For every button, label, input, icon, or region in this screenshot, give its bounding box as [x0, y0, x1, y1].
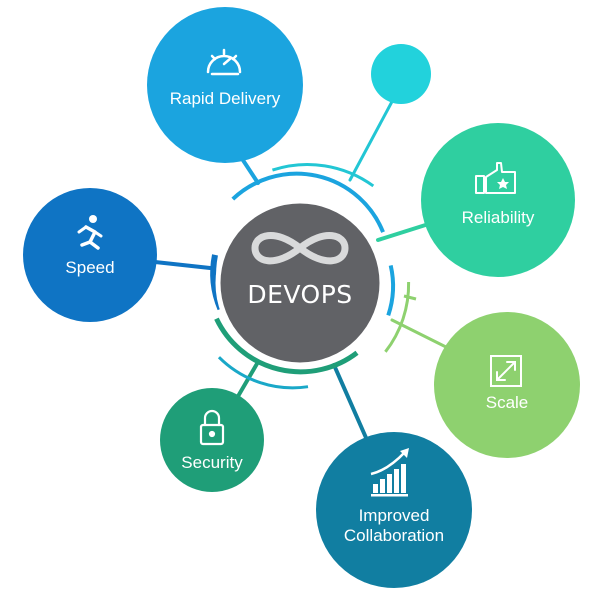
node-security: Security	[160, 388, 264, 492]
ring-tick	[403, 294, 417, 301]
speed-label: Speed	[65, 258, 114, 277]
connector-accent	[348, 94, 397, 182]
node-improved-collaboration: Improved Collaboration	[316, 432, 472, 588]
padlock-icon	[199, 409, 225, 446]
node-rapid-delivery: Rapid Delivery	[147, 7, 303, 163]
connector-speed	[153, 260, 212, 270]
ring-arc-top-outer	[271, 163, 375, 188]
connectors	[153, 94, 454, 442]
ring-arc-right-outer	[384, 281, 411, 353]
node-reliability: Reliability	[421, 123, 575, 277]
node-scale: Scale	[434, 312, 580, 458]
speedometer-icon	[206, 48, 242, 76]
center-node: DEVOPS	[215, 198, 385, 368]
collaboration-label-line1: Improved	[359, 506, 430, 525]
resize-icon	[490, 355, 522, 387]
security-label: Security	[181, 453, 243, 472]
thumbs-up-star-icon	[475, 162, 516, 194]
center-title: DEVOPS	[247, 280, 352, 309]
node-speed: Speed	[23, 188, 157, 322]
connector-collaboration	[332, 363, 369, 442]
infinity-icon	[251, 232, 349, 265]
reliability-label: Reliability	[462, 208, 535, 227]
ring-arc-top	[231, 171, 385, 233]
collaboration-label-line2: Collaboration	[344, 526, 444, 545]
scale-label: Scale	[486, 393, 529, 412]
center-rings	[210, 163, 417, 390]
rising-bar-chart-icon	[370, 448, 409, 497]
running-person-icon	[77, 215, 103, 250]
ring-arc-bottom-outer	[217, 356, 309, 390]
ring-arc-right	[386, 265, 396, 316]
rapid-delivery-label: Rapid Delivery	[170, 89, 281, 108]
ring-arc-bottom	[214, 317, 359, 375]
node-accent	[371, 44, 431, 104]
